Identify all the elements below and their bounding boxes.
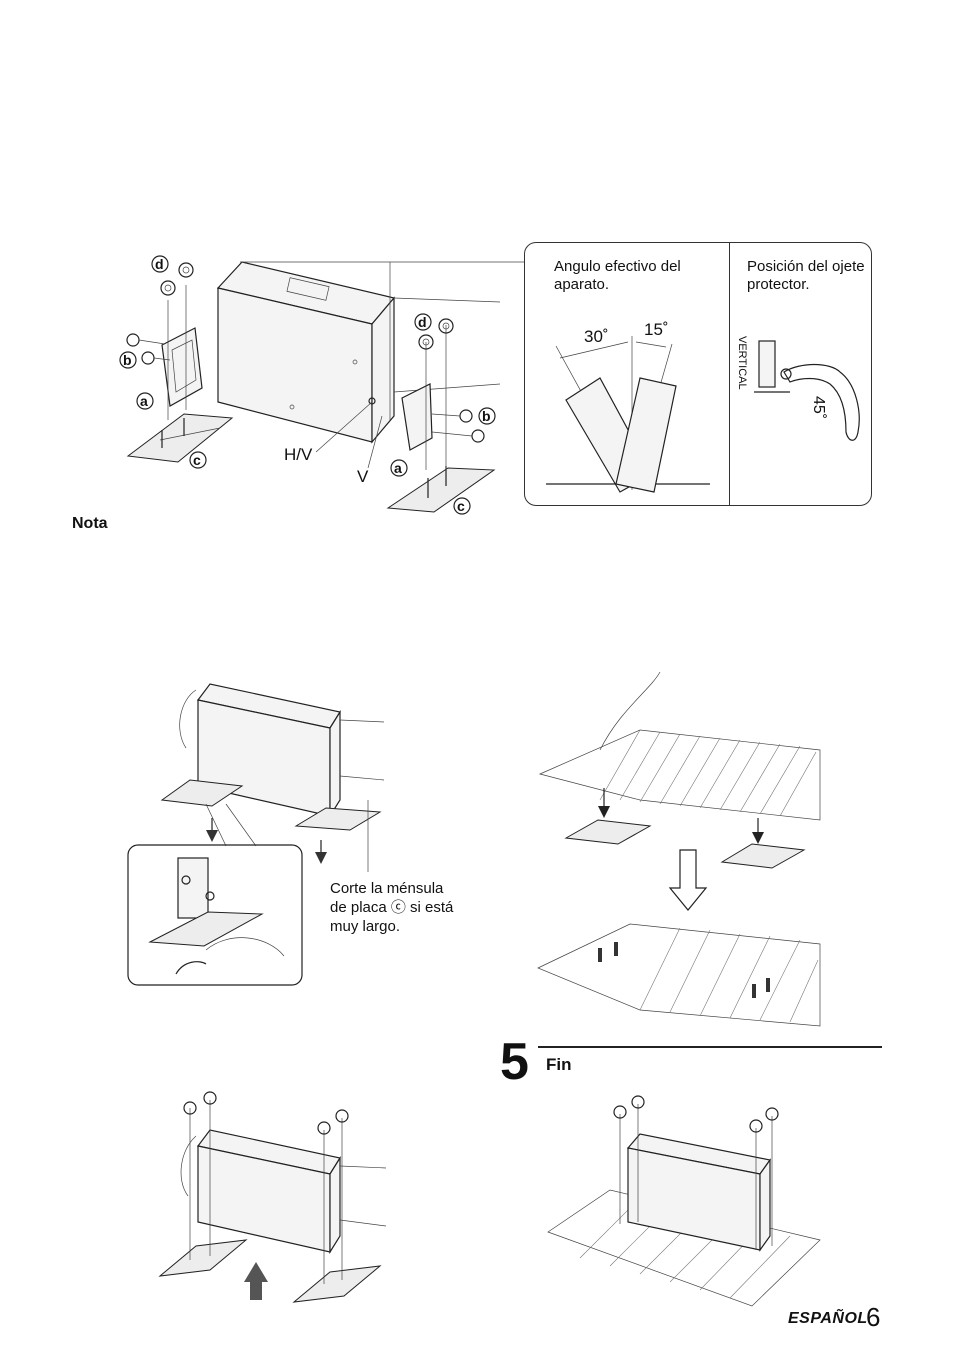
footer-language: ESPAÑOL xyxy=(788,1310,868,1328)
footer-page-number: 6 xyxy=(866,1302,880,1333)
